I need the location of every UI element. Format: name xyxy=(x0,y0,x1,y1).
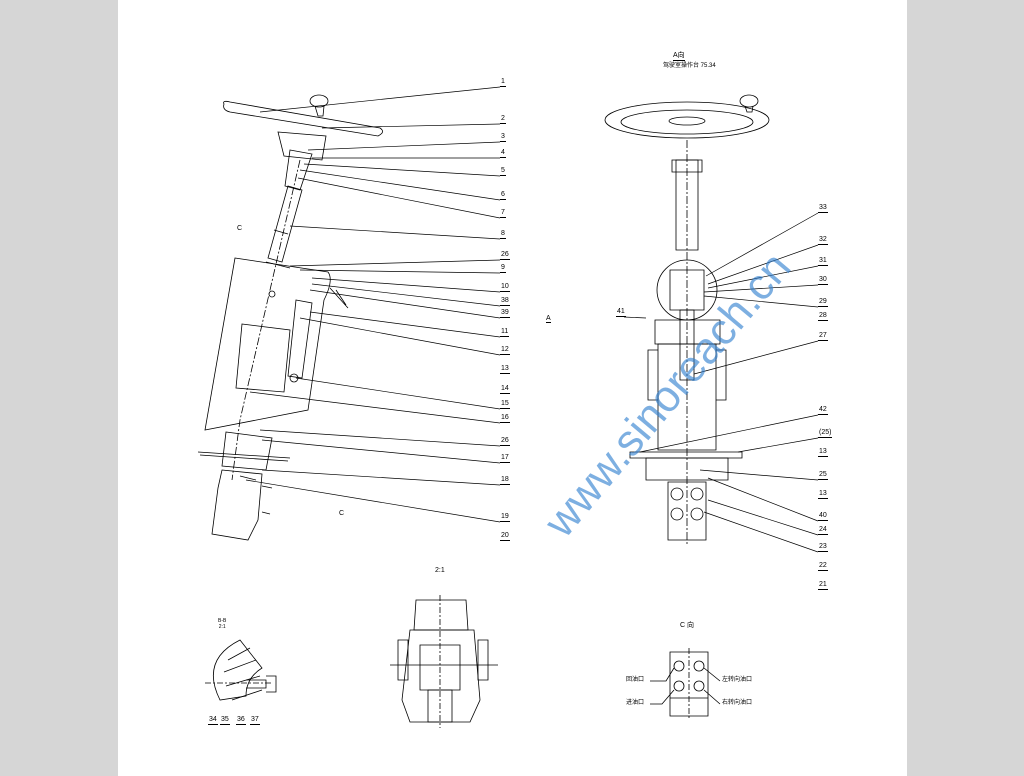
port-label: 回油口 xyxy=(626,677,645,683)
callout-number: 22 xyxy=(818,562,828,571)
leader-line xyxy=(737,437,819,453)
callout-number: 13 xyxy=(500,365,510,374)
drawing-page: www.sinoreach.cn A向 驾驶室操作台 75.34 A C C B… xyxy=(118,0,907,776)
callout-number: 36 xyxy=(236,716,246,725)
leader-line xyxy=(705,212,819,277)
callout-number: 37 xyxy=(250,716,260,725)
leader-line xyxy=(289,259,501,267)
leader-line xyxy=(311,283,501,307)
callout-number: 31 xyxy=(818,257,828,266)
leader-line xyxy=(259,429,501,447)
section-label: B-B 2:1 xyxy=(218,618,227,630)
port-label: 右转向油口 xyxy=(722,700,753,706)
callout-number: 19 xyxy=(500,513,510,522)
callout-number: 21 xyxy=(818,581,828,590)
callout-number: 41 xyxy=(616,308,626,317)
c-mark-top: C xyxy=(237,225,243,232)
leader-line xyxy=(707,244,819,285)
callout-number: 15 xyxy=(500,400,510,409)
leader-line xyxy=(299,169,501,201)
callout-number: 2 xyxy=(500,115,506,124)
callout-number: 24 xyxy=(818,526,828,535)
view-c-detail xyxy=(650,648,721,720)
leader-lines xyxy=(245,86,819,553)
callout-number: 1 xyxy=(500,78,506,87)
leader-line xyxy=(703,284,819,293)
callout-number: 9 xyxy=(500,264,506,273)
callout-number: 23 xyxy=(818,543,828,552)
callout-number: 7 xyxy=(500,209,506,218)
callout-number: 11 xyxy=(500,328,510,337)
leader-line xyxy=(623,316,647,319)
view-c-label: C 向 xyxy=(680,622,694,629)
leader-line xyxy=(639,414,819,453)
callout-number: 28 xyxy=(818,312,828,321)
port-label: 左转向油口 xyxy=(722,677,753,683)
callout-number: (25) xyxy=(818,429,833,438)
leader-line xyxy=(261,439,501,464)
enlarged-detail xyxy=(390,595,498,728)
leader-line xyxy=(699,469,819,481)
callout-number: 16 xyxy=(500,414,510,423)
technical-drawing xyxy=(197,86,819,728)
callout-number: 29 xyxy=(818,298,828,307)
leader-line xyxy=(299,269,501,274)
callout-number: 42 xyxy=(818,406,828,415)
leader-line xyxy=(311,277,501,293)
callout-number: 34 xyxy=(208,716,218,725)
leader-line xyxy=(703,511,819,553)
right-view-title: A向 xyxy=(673,52,685,61)
callout-number: 17 xyxy=(500,454,510,463)
leader-line xyxy=(707,477,819,522)
leader-line xyxy=(703,295,819,308)
callout-number: 40 xyxy=(818,512,828,521)
callout-number: 18 xyxy=(500,476,510,485)
leader-line xyxy=(249,391,501,424)
callout-number: 6 xyxy=(500,191,506,200)
callout-number: 35 xyxy=(220,716,230,725)
leader-line xyxy=(289,225,501,240)
callout-number: 27 xyxy=(818,332,828,341)
right-view-subtitle: 驾驶室操作台 75.34 xyxy=(663,63,716,69)
leader-line xyxy=(295,377,501,410)
leader-line xyxy=(309,311,501,338)
leader-line xyxy=(707,499,819,536)
callout-number: 25 xyxy=(818,471,828,480)
callout-number: 13 xyxy=(818,448,828,457)
callout-number: 38 xyxy=(500,297,510,306)
callout-number: 33 xyxy=(818,204,828,213)
callout-number: 12 xyxy=(500,346,510,355)
arrow-a-label: A xyxy=(546,315,551,323)
view-2-label: 2:1 xyxy=(435,567,445,574)
leader-line xyxy=(303,163,501,177)
callout-number: 20 xyxy=(500,532,510,541)
callout-number: 10 xyxy=(500,283,510,292)
leader-line xyxy=(259,86,501,113)
callout-number: 32 xyxy=(818,236,828,245)
callout-number: 5 xyxy=(500,167,506,176)
leader-line xyxy=(707,265,819,289)
callout-number: 30 xyxy=(818,276,828,285)
leader-line xyxy=(299,317,501,356)
callout-number: 39 xyxy=(500,309,510,318)
leader-line xyxy=(261,469,501,486)
right-steering-assembly xyxy=(604,94,770,545)
callout-number: 8 xyxy=(500,230,506,239)
leader-line xyxy=(693,340,819,375)
callout-number: 26 xyxy=(500,251,510,260)
c-mark-bottom: C xyxy=(339,510,345,517)
leader-line xyxy=(309,289,501,319)
callout-number: 26 xyxy=(500,437,510,446)
leader-line xyxy=(321,123,501,129)
callout-number: 14 xyxy=(500,385,510,394)
left-steering-assembly xyxy=(197,94,383,541)
port-label: 进油口 xyxy=(626,700,645,706)
leader-line xyxy=(297,177,501,219)
leader-line xyxy=(245,479,501,523)
callout-number: 13 xyxy=(818,490,828,499)
section-detail xyxy=(205,639,277,701)
leader-line xyxy=(307,141,501,151)
callout-number: 4 xyxy=(500,149,506,158)
callout-number: 3 xyxy=(500,133,506,142)
